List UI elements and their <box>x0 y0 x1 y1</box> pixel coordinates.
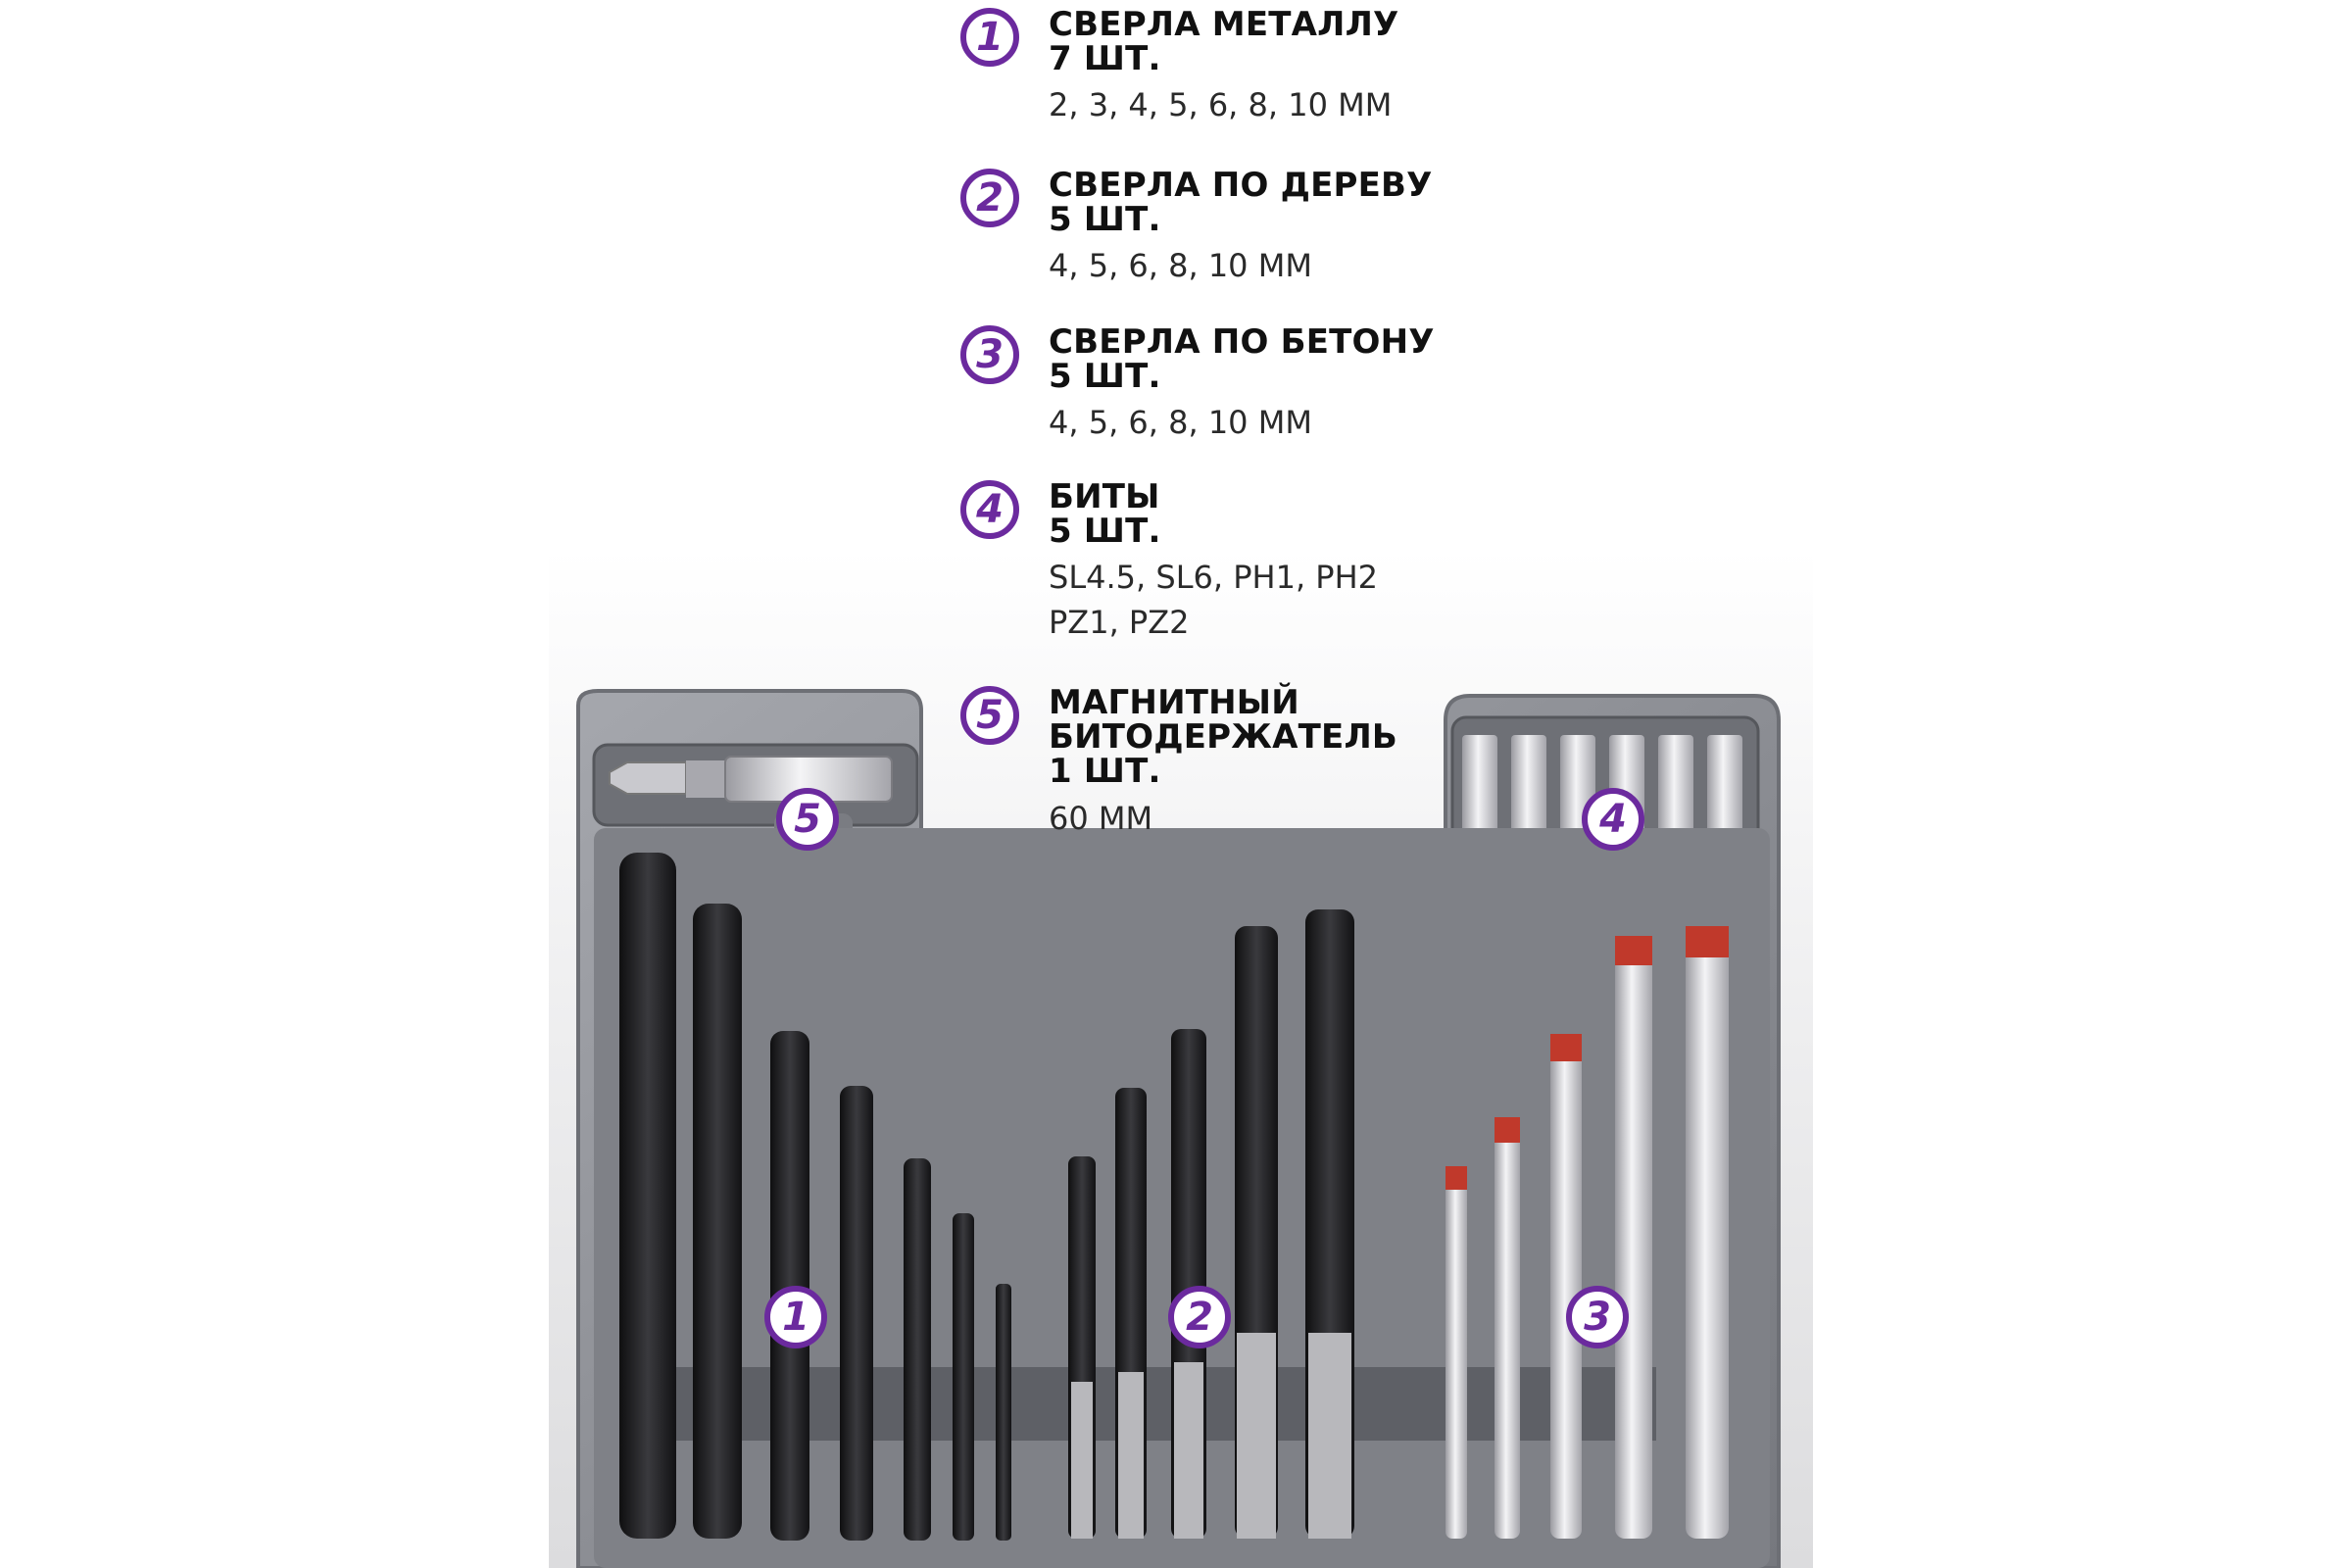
spec-title: СВЕРЛА ПО БЕТОНУ 5 ШТ. <box>1049 322 1435 396</box>
tray-badge-concrete: 3 <box>1566 1286 1629 1348</box>
spec-detail: 4, 5, 6, 8, 10 ММ <box>1049 247 1312 284</box>
drill-bar <box>676 1367 1656 1441</box>
number-badge: 2 <box>960 169 1019 227</box>
spec-list: 1 СВЕРЛА МЕТАЛЛУ 7 ШТ. 2, 3, 4, 5, 6, 8,… <box>960 0 1548 882</box>
number-badge: 5 <box>960 686 1019 745</box>
spec-title: БИТЫ 5 ШТ. <box>1049 477 1161 551</box>
tray-badge-wood: 2 <box>1168 1286 1231 1348</box>
metal-drills <box>619 853 1011 1541</box>
tray-badge-holder: 5 <box>776 788 839 851</box>
magnetic-bit-holder <box>609 756 893 803</box>
number-badge: 1 <box>960 8 1019 67</box>
tray-badge-bits: 4 <box>1582 788 1644 851</box>
number-badge: 3 <box>960 325 1019 384</box>
spec-detail: 4, 5, 6, 8, 10 ММ <box>1049 404 1312 441</box>
concrete-drills <box>1446 926 1729 1539</box>
spec-detail: 2, 3, 4, 5, 6, 8, 10 ММ <box>1049 86 1393 123</box>
wood-drills <box>1068 909 1354 1539</box>
spec-title: СВЕРЛА ПО ДЕРЕВУ 5 ШТ. <box>1049 166 1433 239</box>
number-badge: 4 <box>960 480 1019 539</box>
spec-detail: 60 ММ <box>1049 800 1153 837</box>
spec-title: МАГНИТНЫЙ БИТОДЕРЖАТЕЛЬ 1 ШТ. <box>1049 683 1397 791</box>
tray-badge-metal: 1 <box>764 1286 827 1348</box>
spec-detail: SL4.5, SL6, PH1, PH2 PZ1, PZ2 <box>1049 559 1378 641</box>
spec-title: СВЕРЛА МЕТАЛЛУ 7 ШТ. <box>1049 5 1399 78</box>
